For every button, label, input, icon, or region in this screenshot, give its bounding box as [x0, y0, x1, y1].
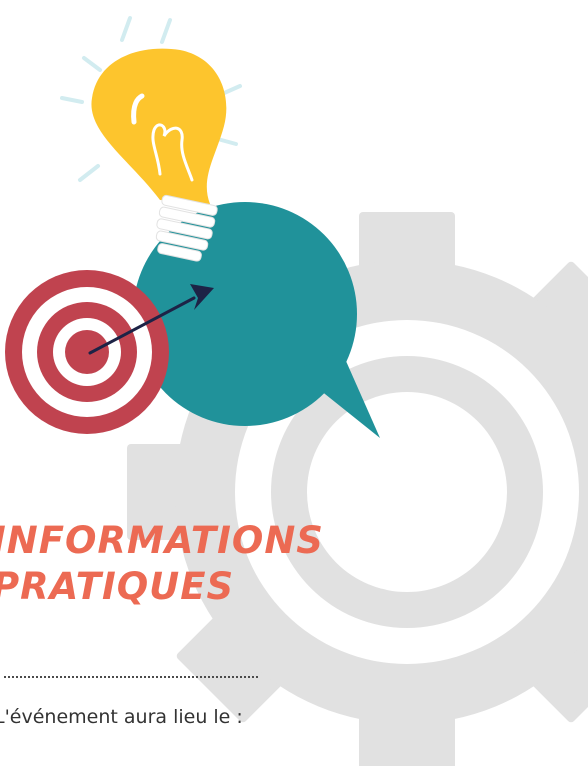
title-line-1: INFORMATIONS: [0, 519, 324, 562]
lightbulb-icon: [91, 48, 227, 262]
page-title: INFORMATIONS PRATIQUES: [0, 518, 324, 610]
title-line-2: PRATIQUES: [0, 565, 235, 608]
gear-icon: [127, 212, 588, 766]
event-date-label: L'événement aura lieu le :: [0, 706, 243, 728]
arrow-icon: [88, 284, 214, 355]
target-icon: [5, 270, 169, 434]
dotted-divider: [4, 676, 258, 678]
